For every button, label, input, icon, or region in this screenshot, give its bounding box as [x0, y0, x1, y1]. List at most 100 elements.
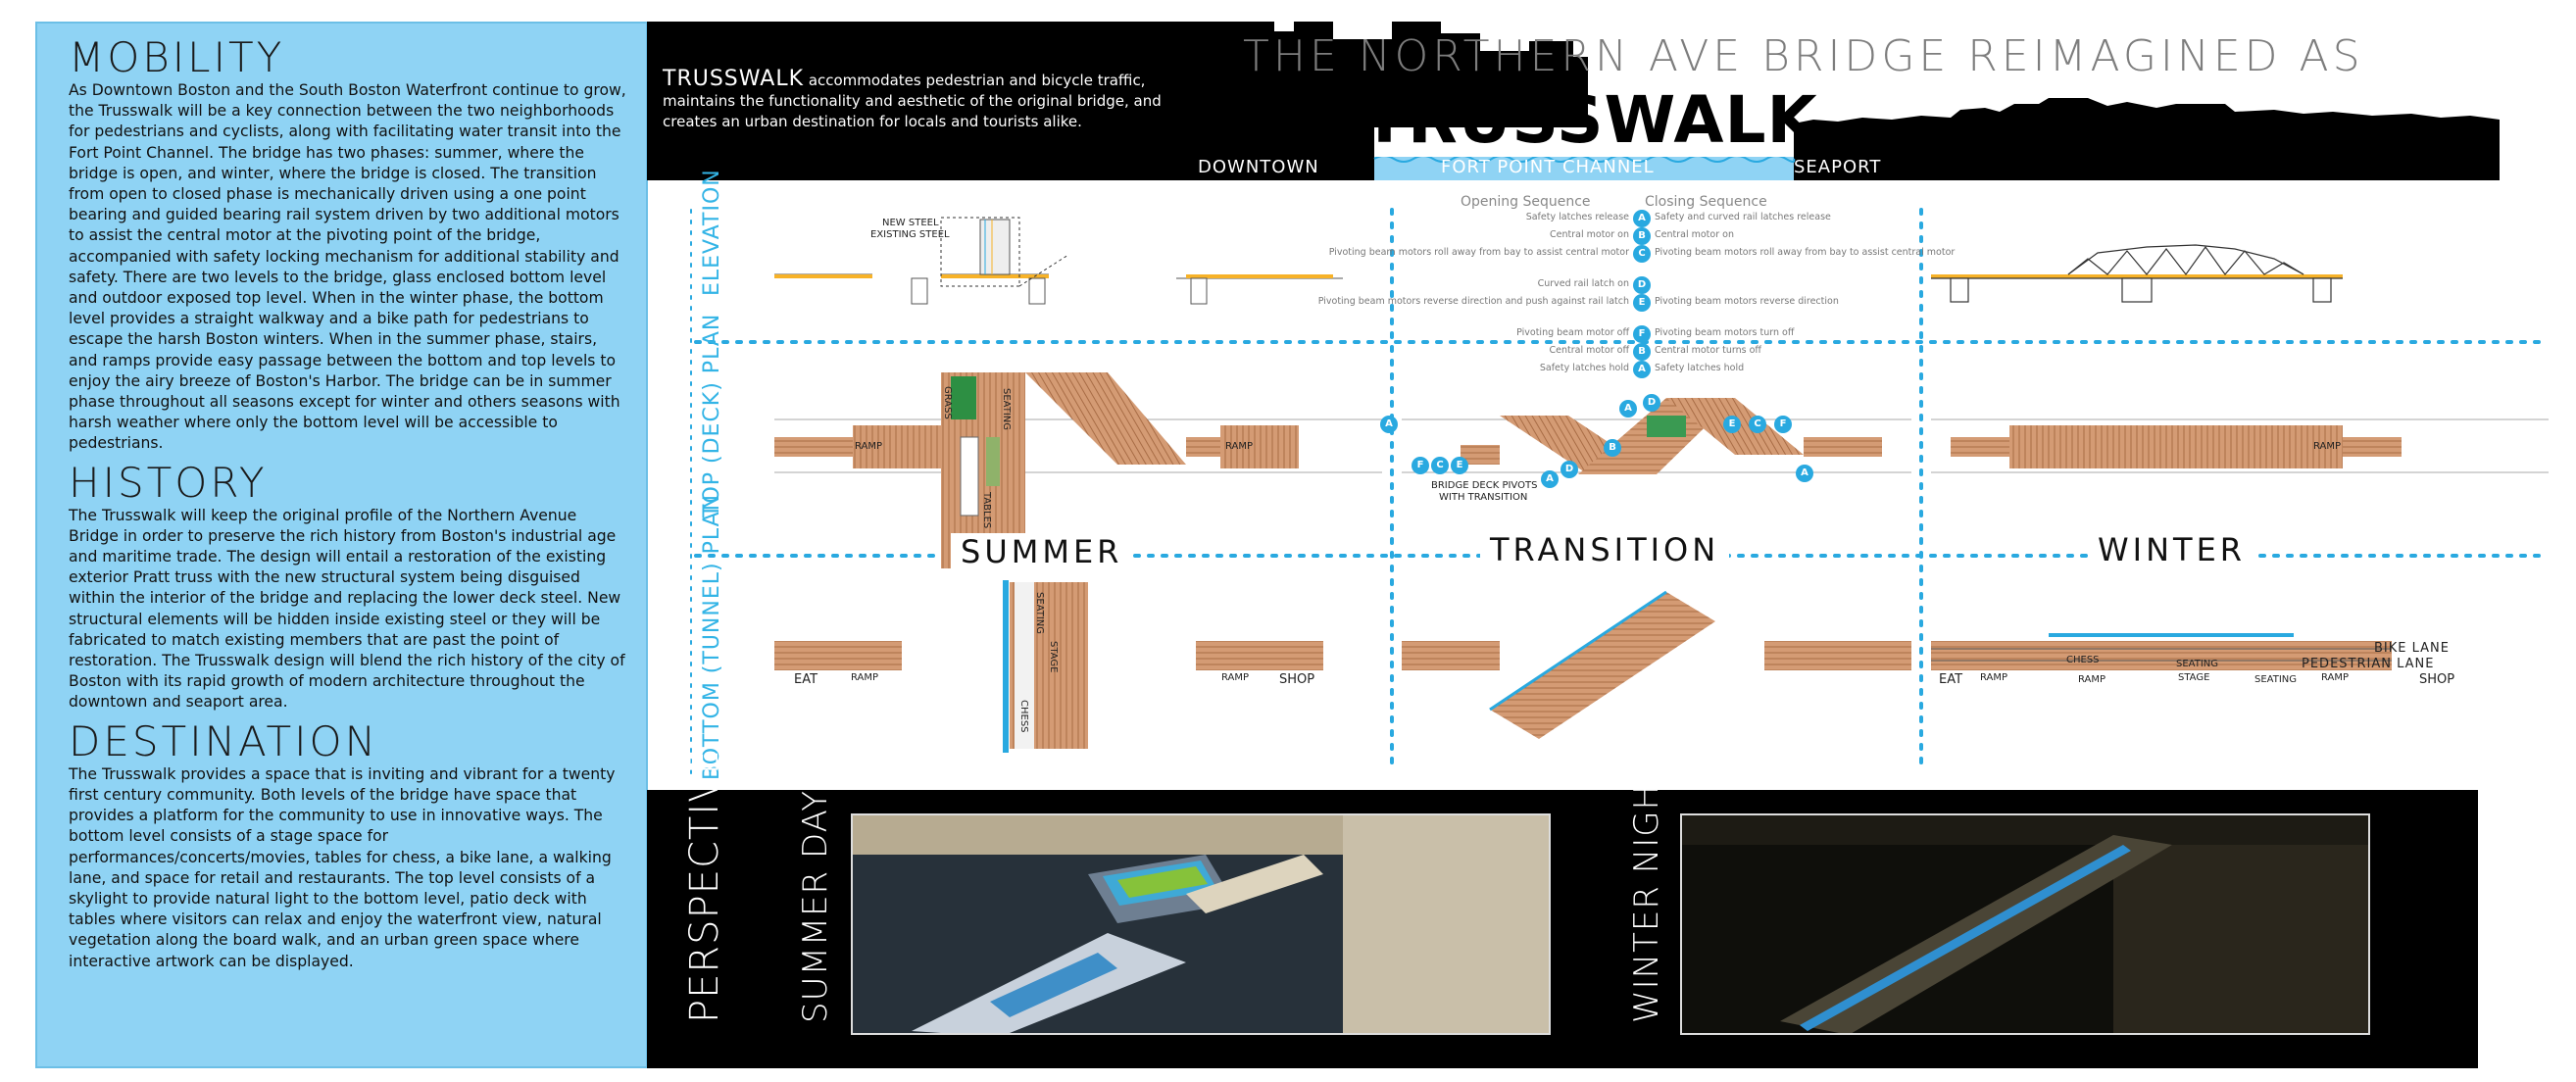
step-badge: E: [1723, 416, 1741, 433]
elevation-winter: [1931, 244, 2343, 303]
pivot-note: BRIDGE DECK PIVOTS: [1431, 480, 1538, 491]
tunnel-label-bike-lane: BIKE LANE: [2374, 641, 2450, 656]
tunnel-label-chess: CHESS: [1018, 700, 1029, 733]
step-badge: A: [1541, 470, 1559, 488]
phase-transition: TRANSITION: [1480, 531, 1730, 568]
mobility-body: As Downtown Boston and the South Boston …: [69, 81, 626, 453]
step-badge: F: [1633, 325, 1651, 343]
destination-heading: DESTINATION: [69, 716, 378, 765]
step-badge: A: [1380, 416, 1398, 433]
step-badge: D: [1633, 276, 1651, 294]
description-panel: MOBILITY As Downtown Boston and the Sout…: [35, 22, 648, 1068]
tunnel-label-ramp: RAMP: [1980, 672, 2008, 683]
location-seaport: SEAPORT: [1794, 157, 1882, 177]
project-title: TRUSSWALK: [1362, 82, 1818, 158]
step-badge: F: [1412, 457, 1429, 474]
phase-summer: SUMMER: [951, 533, 1133, 570]
tunnel-label-seating: SEATING: [1034, 592, 1045, 635]
tunnel-label-stage: STAGE: [1048, 641, 1059, 673]
tunnel-label-shop: SHOP: [2419, 672, 2455, 687]
opening-step: Pivoting beam motors roll away from bay …: [1328, 247, 1629, 258]
intro-body: accommodates pedestrian and bicycle traf…: [663, 72, 1162, 130]
title-line: THE NORTHERN AVE BRIDGE REIMAGINED AS: [1243, 31, 2364, 81]
deck-label-ramp: RAMP: [855, 441, 883, 452]
deck-label-grass: GRASS: [942, 386, 953, 419]
deck-plan-transition: [1402, 398, 1911, 474]
row-label-tunnel-plan: BOTTOM (TUNNEL) PLAN: [700, 493, 724, 780]
diagram-drawings: [690, 208, 2549, 779]
perspective-label: PERSPECTIVE: [682, 749, 727, 1023]
tunnel-label-eat: EAT: [1939, 672, 1963, 687]
perspective-strip: PERSPECTIVE SUMMER DAY WINTER NIGHT: [647, 749, 2478, 1068]
summer-day-render: [851, 813, 1551, 1035]
step-badge: C: [1749, 416, 1766, 433]
closing-step: Central motor on: [1655, 229, 1734, 240]
tunnel-label-ramp: RAMP: [2078, 674, 2106, 685]
tunnel-plan-winter: [1931, 633, 2392, 670]
deck-label-seating: SEATING: [1001, 388, 1012, 431]
winter-night-label: WINTER NIGHT: [1627, 762, 1666, 1023]
step-badge: B: [1633, 227, 1651, 245]
opening-sequence-header: Opening Sequence: [1461, 194, 1591, 210]
tunnel-label-seating: SEATING: [2176, 659, 2219, 669]
row-label-deck-plan: TOP (DECK) PLAN: [700, 313, 724, 517]
intro-lead: TRUSSWALK: [663, 67, 805, 91]
history-body: The Trusswalk will keep the original pro…: [69, 506, 625, 712]
opening-step: Central motor on: [1550, 229, 1629, 240]
tunnel-plan-transition: [1402, 590, 1911, 739]
summer-day-label: SUMMER DAY: [796, 789, 835, 1023]
tunnel-label-eat: EAT: [794, 672, 818, 687]
winter-night-render: [1680, 813, 2370, 1035]
step-badge: C: [1633, 245, 1651, 263]
opening-step: Safety latches release: [1525, 212, 1629, 222]
opening-step: Central motor off: [1549, 345, 1630, 356]
deck-label-ramp: RAMP: [1225, 441, 1254, 452]
mobility-heading: MOBILITY: [69, 33, 285, 81]
callout-new-steel: NEW STEEL: [882, 218, 939, 228]
deck-plan-winter: [1931, 418, 2549, 473]
step-badge: C: [1431, 457, 1449, 474]
opening-step: Safety latches hold: [1539, 363, 1629, 373]
row-label-elevation: ELEVATION: [700, 169, 724, 296]
tunnel-label-ramp: RAMP: [2321, 672, 2350, 683]
history-heading: HISTORY: [69, 458, 268, 507]
closing-sequence-header: Closing Sequence: [1645, 194, 1767, 210]
closing-step: Central motor turns off: [1655, 345, 1761, 356]
step-badge: A: [1796, 465, 1813, 482]
deck-label-ramp: RAMP: [2313, 441, 2342, 452]
step-badge: E: [1633, 294, 1651, 312]
callout-existing-steel: EXISTING STEEL: [870, 229, 950, 240]
intro-text: TRUSSWALK accommodates pedestrian and bi…: [663, 69, 1192, 132]
step-badge: A: [1619, 400, 1637, 418]
step-badge: A: [1633, 361, 1651, 378]
closing-step: Safety and curved rail latches release: [1655, 212, 1831, 222]
deck-label-tables: TABLES: [981, 492, 992, 529]
opening-step: Pivoting beam motors reverse direction a…: [1317, 296, 1629, 307]
tunnel-label-stage: STAGE: [2178, 672, 2210, 683]
location-fort-point-channel: FORT POINT CHANNEL: [1441, 157, 1655, 177]
winter-night-image: [1682, 815, 2368, 1033]
tunnel-label-ramp: RAMP: [1221, 672, 1250, 683]
summer-day-image: [853, 815, 1549, 1033]
step-badge: E: [1451, 457, 1468, 474]
step-badge: B: [1633, 343, 1651, 361]
destination-body: The Trusswalk provides a space that is i…: [69, 764, 616, 970]
tunnel-plan-summer: [774, 580, 1323, 753]
tunnel-label-seating: SEATING: [2254, 674, 2298, 685]
step-badge: B: [1604, 439, 1621, 457]
closing-step: Pivoting beam motors turn off: [1655, 327, 1795, 338]
tunnel-label-shop: SHOP: [1279, 672, 1315, 687]
step-badge: A: [1633, 210, 1651, 227]
pivot-note: WITH TRANSITION: [1439, 492, 1528, 503]
closing-step: Safety latches hold: [1655, 363, 1745, 373]
step-badge: D: [1560, 461, 1578, 478]
step-badge: F: [1774, 416, 1792, 433]
opening-step: Pivoting beam motor off: [1516, 327, 1629, 338]
phase-diagram: ELEVATION TOP (DECK) PLAN BOTTOM (TUNNEL…: [647, 169, 2549, 788]
closing-step: Pivoting beam motors roll away from bay …: [1655, 247, 1956, 258]
elevation-summer: [774, 217, 1343, 305]
tunnel-label-chess: CHESS: [2066, 655, 2100, 665]
city-skyline-silhouette: [647, 22, 2500, 180]
closing-step: Pivoting beam motors reverse direction: [1655, 296, 1839, 307]
step-badge: D: [1643, 394, 1660, 412]
